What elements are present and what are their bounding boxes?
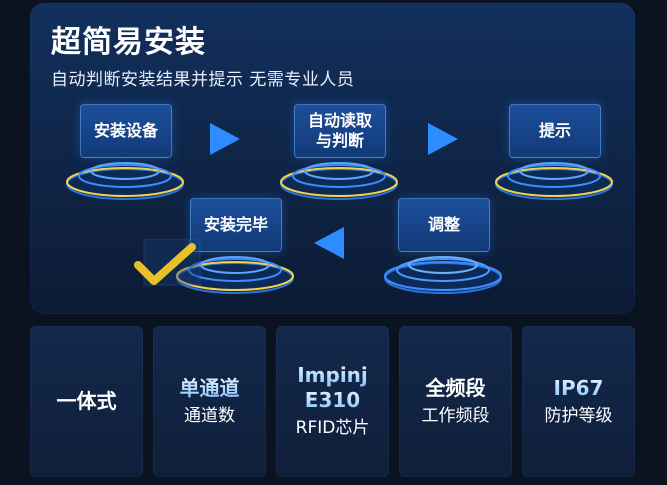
platform-disc-icon [495,162,613,200]
feature-value: 全频段 [425,375,486,400]
feature-cards: 一体式 单通道 通道数 Impinj E310 RFID芯片 全频段 工作频段 … [30,326,635,477]
feature-label: RFID芯片 [295,418,370,438]
feature-card-chip: Impinj E310 RFID芯片 [276,326,389,477]
feature-label: 通道数 [184,405,235,426]
step-label: 安装完毕 [190,198,282,252]
feature-value: 单通道 [179,375,240,400]
step-auto-read-judge: 自动读取 与判断 [279,104,399,204]
arrow-right-icon [210,123,240,155]
arrow-right-icon [428,123,458,155]
platform-disc-icon [176,256,294,294]
arrow-left-icon [314,227,344,259]
platform-disc-icon [384,256,502,294]
feature-card-protection: IP67 防护等级 [522,326,635,477]
installation-panel: 超简易安装 自动判断安装结果并提示 无需专业人员 安装设备 自动读取 与判断 [30,3,635,314]
platform-disc-icon [280,162,398,200]
step-label: 调整 [398,198,490,252]
feature-label: 工作频段 [421,405,490,426]
feature-card-integrated: 一体式 [30,326,143,477]
feature-label: 防护等级 [544,405,613,426]
step-label: 提示 [509,104,601,158]
feature-card-channel: 单通道 通道数 [153,326,266,477]
feature-value: E310 [304,388,361,412]
feature-value: 一体式 [56,389,117,413]
panel-subtitle: 自动判断安装结果并提示 无需专业人员 [51,70,355,90]
feature-card-frequency: 全频段 工作频段 [399,326,512,477]
step-install-device: 安装设备 [65,104,185,204]
step-install-complete: 安装完毕 [175,198,295,298]
checkmark-icon [134,239,201,286]
panel-title: 超简易安装 [51,25,206,60]
feature-value: IP67 [553,375,604,400]
platform-disc-icon [66,162,184,200]
feature-value: Impinj [297,363,368,387]
step-adjust: 调整 [383,198,503,298]
step-prompt: 提示 [494,104,614,204]
step-label: 自动读取 与判断 [294,104,386,158]
step-label: 安装设备 [80,104,172,158]
